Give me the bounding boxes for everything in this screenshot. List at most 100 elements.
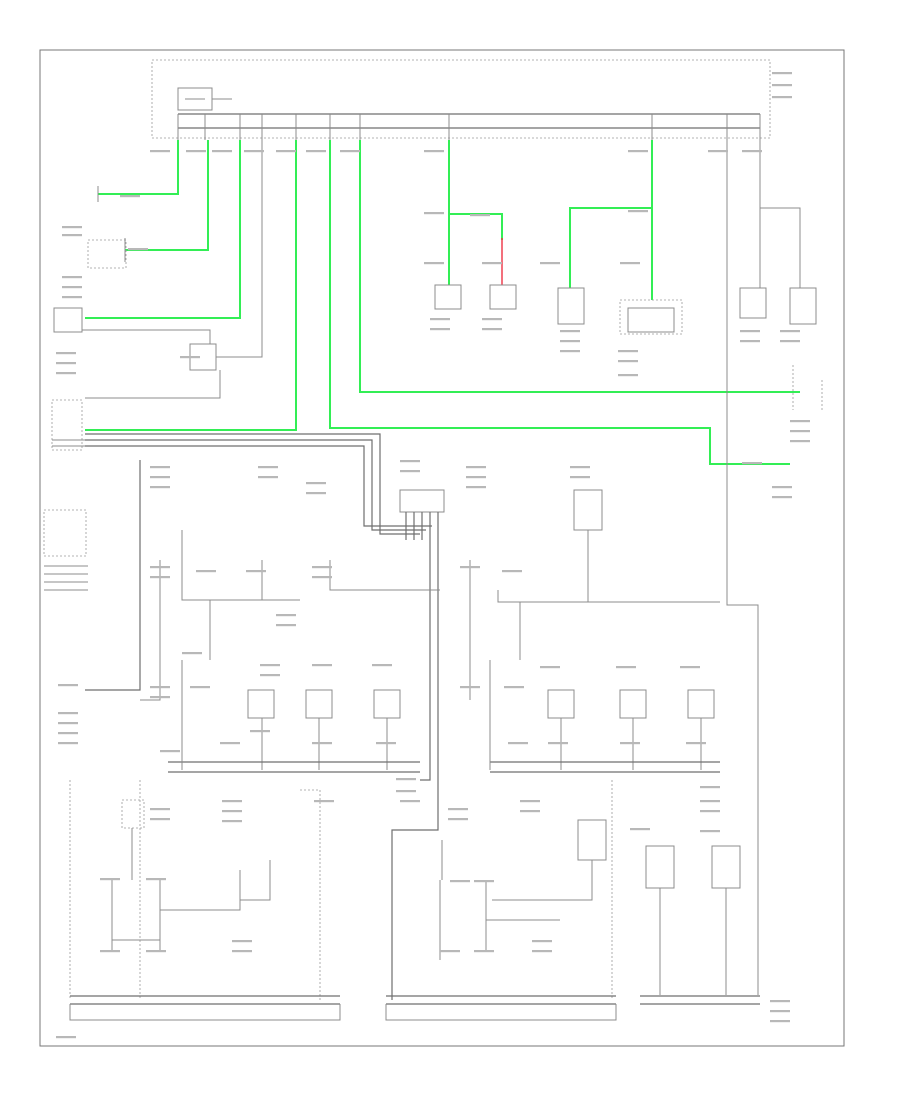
annotation-mark <box>470 214 490 217</box>
annotation-mark <box>150 566 170 569</box>
annotation-mark <box>570 476 590 479</box>
annotation-mark <box>150 150 170 153</box>
annotation-mark <box>700 810 720 813</box>
annotation-mark <box>628 150 648 153</box>
annotation-mark <box>62 226 82 229</box>
annotation-mark <box>120 195 140 198</box>
annotation-mark <box>396 778 416 781</box>
annotation-mark <box>62 276 82 279</box>
annotation-mark <box>520 800 540 803</box>
annotation-mark <box>424 262 444 265</box>
annotation-mark <box>312 742 332 745</box>
annotation-mark <box>232 950 252 953</box>
right-middle-circuit <box>469 489 720 773</box>
annotation-mark <box>276 624 296 627</box>
annotation-mark <box>620 262 640 265</box>
annotation-mark <box>150 576 170 579</box>
annotation-mark <box>508 742 528 745</box>
annotation-mark <box>306 482 326 485</box>
annotation-mark <box>306 492 326 495</box>
annotation-mark <box>772 72 792 75</box>
annotation-mark <box>396 790 416 793</box>
annotation-mark <box>246 570 266 573</box>
annotation-mark <box>150 808 170 811</box>
annotation-mark <box>424 212 444 215</box>
annotation-mark <box>58 732 78 735</box>
annotation-mark <box>100 878 120 881</box>
lower-left-circuit <box>111 789 321 1000</box>
annotation-mark <box>58 722 78 725</box>
annotation-mark <box>460 566 480 569</box>
annotation-mark <box>212 150 232 153</box>
annotation-mark <box>222 800 242 803</box>
annotation-mark <box>466 486 486 489</box>
annotation-mark <box>700 830 720 833</box>
upper-components <box>53 140 817 399</box>
annotation-mark <box>376 742 396 745</box>
annotation-mark <box>258 466 278 469</box>
annotation-mark <box>400 800 420 803</box>
annotation-mark <box>540 666 560 669</box>
annotation-mark <box>260 664 280 667</box>
annotation-mark <box>160 750 180 753</box>
annotation-mark <box>190 686 210 689</box>
annotation-mark <box>618 374 638 377</box>
annotation-mark <box>150 818 170 821</box>
annotation-mark <box>150 466 170 469</box>
annotation-mark <box>772 496 792 499</box>
annotation-mark <box>474 950 494 953</box>
annotation-mark <box>700 786 720 789</box>
annotation-mark <box>340 150 360 153</box>
highlight-wires-upper <box>85 140 800 465</box>
annotation-mark <box>520 810 540 813</box>
left-control-module <box>43 399 432 691</box>
annotation-mark <box>780 340 800 343</box>
annotation-mark <box>790 420 810 423</box>
top-bus-bar <box>177 113 761 140</box>
annotation-mark <box>790 440 810 443</box>
annotation-mark <box>260 674 280 677</box>
annotation-mark <box>448 808 468 811</box>
annotation-mark <box>540 262 560 265</box>
diagram-frame <box>39 49 845 1047</box>
annotation-mark <box>680 666 700 669</box>
annotation-mark <box>742 150 762 153</box>
annotation-mark <box>150 686 170 689</box>
annotation-mark <box>440 950 460 953</box>
annotation-mark <box>504 686 524 689</box>
annotation-mark <box>62 234 82 237</box>
central-connector <box>391 489 445 1000</box>
annotation-mark <box>314 800 334 803</box>
annotation-mark <box>772 486 792 489</box>
annotation-mark <box>532 940 552 943</box>
annotation-mark <box>400 470 420 473</box>
lower-right-circuit <box>439 780 741 1000</box>
annotation-mark <box>618 350 638 353</box>
annotation-mark <box>56 372 76 375</box>
annotation-mark <box>58 684 78 687</box>
annotation-mark <box>740 330 760 333</box>
right-column-wires <box>726 140 823 995</box>
annotation-mark <box>740 340 760 343</box>
annotation-mark <box>312 664 332 667</box>
annotation-mark <box>790 430 810 433</box>
annotation-mark <box>150 696 170 699</box>
annotation-mark <box>560 340 580 343</box>
annotation-mark <box>430 318 450 321</box>
annotation-mark <box>686 742 706 745</box>
annotation-mark <box>150 476 170 479</box>
annotation-mark <box>56 1036 76 1039</box>
annotation-mark <box>276 150 296 153</box>
annotation-mark <box>258 476 278 479</box>
annotation-mark <box>770 1000 790 1003</box>
annotation-mark <box>232 940 252 943</box>
annotation-mark <box>466 466 486 469</box>
annotation-mark <box>58 742 78 745</box>
annotation-mark <box>770 1010 790 1013</box>
annotation-mark <box>182 652 202 655</box>
annotation-mark <box>400 460 420 463</box>
annotation-mark <box>220 742 240 745</box>
annotation-mark <box>62 286 82 289</box>
